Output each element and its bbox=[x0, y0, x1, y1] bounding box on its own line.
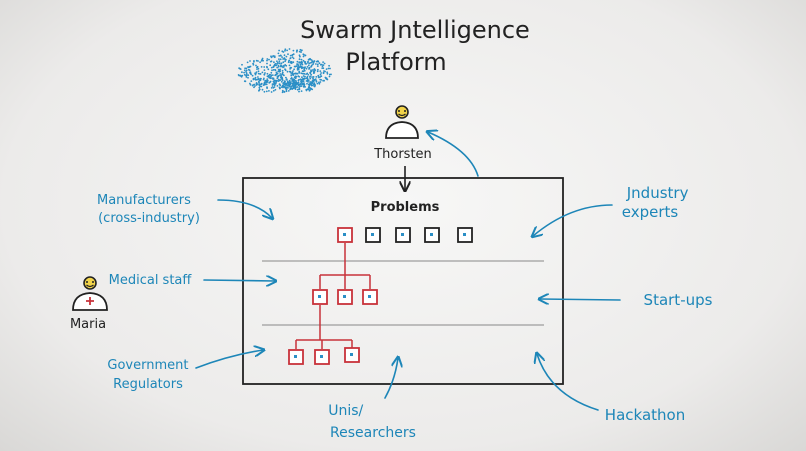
person-thorsten-label: Thorsten bbox=[373, 147, 432, 162]
person-icon bbox=[385, 105, 419, 139]
label-unis: Unis/ Researchers bbox=[328, 403, 416, 441]
label-unis-line2: Researchers bbox=[330, 425, 416, 441]
label-government-line2: Regulators bbox=[113, 377, 183, 392]
label-government: Government Regulators bbox=[107, 358, 192, 392]
person-icon bbox=[72, 276, 108, 311]
arrow-icon bbox=[195, 350, 263, 369]
label-government-line1: Government bbox=[107, 358, 188, 373]
stakeholder-arrows bbox=[195, 132, 621, 411]
arrow-icon bbox=[203, 280, 275, 281]
arrow-icon bbox=[217, 199, 272, 218]
label-medical-staff: Medical staff bbox=[109, 273, 193, 288]
arrow-icon bbox=[384, 358, 398, 399]
cloud-dots-icon bbox=[237, 48, 332, 94]
box-heading: Problems bbox=[371, 200, 440, 215]
arrow-icon bbox=[533, 204, 613, 236]
title-line1: Swarm Jntelligence bbox=[300, 16, 530, 44]
label-manufacturers: Manufacturers (cross-industry) bbox=[97, 193, 200, 226]
label-manufacturers-line1: Manufacturers bbox=[97, 193, 191, 208]
label-industry-experts-line1: Jndustry bbox=[626, 184, 689, 202]
hierarchy-lines bbox=[295, 243, 371, 349]
label-industry-experts: Jndustry experts bbox=[622, 184, 693, 221]
problem-squares bbox=[288, 227, 473, 365]
arrow-icon bbox=[540, 299, 621, 300]
arrow-icon bbox=[537, 354, 599, 411]
person-maria-label: Maria bbox=[70, 317, 106, 332]
label-startups: Start-ups bbox=[644, 291, 713, 309]
label-industry-experts-line2: experts bbox=[622, 203, 679, 221]
label-hackathon: Hackathon bbox=[605, 406, 685, 424]
arrow-icon bbox=[428, 132, 479, 177]
title-line2: Platform bbox=[345, 48, 446, 76]
label-manufacturers-line2: (cross-industry) bbox=[98, 211, 200, 226]
label-unis-line1: Unis/ bbox=[328, 403, 363, 419]
